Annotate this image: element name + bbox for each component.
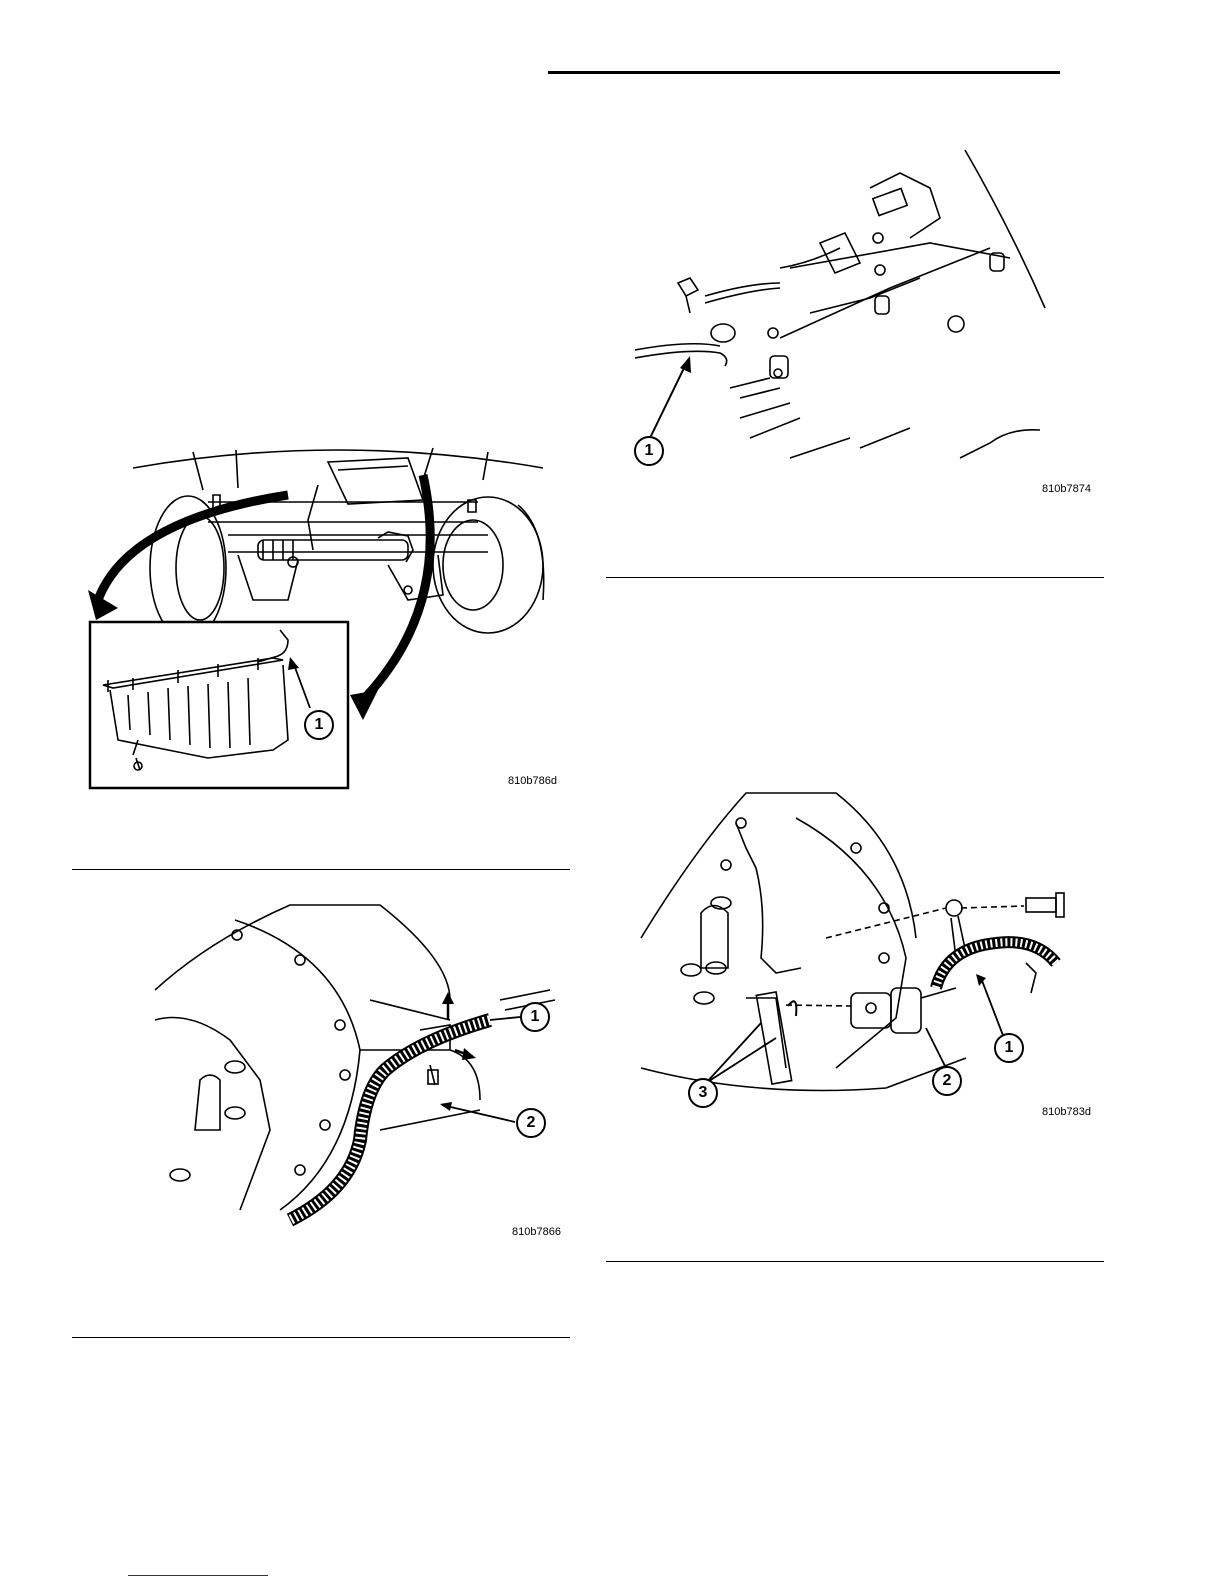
header-rule [548,71,1060,74]
figure-code: 810b7874 [1042,483,1091,495]
callout-1: 1 [994,1033,1024,1063]
callout-2: 2 [516,1108,546,1138]
callout-2: 2 [932,1066,962,1096]
section-divider [606,1261,1104,1262]
callout-1: 1 [520,1002,550,1032]
footer-link[interactable] [128,1575,268,1576]
figure-code: 810b7866 [512,1226,561,1238]
linkage-illustration [630,148,1050,478]
figure-oil-pan-underside: 1 [88,440,558,792]
callout-1: 1 [304,710,334,740]
callout-3: 3 [688,1078,718,1108]
figure-code: 810b786d [508,775,557,787]
harness-illustration [150,900,570,1230]
section-divider [72,1337,570,1338]
section-divider [606,577,1104,578]
callout-1: 1 [634,436,664,466]
figure-transmission-connector: 1 2 3 [636,788,1066,1108]
figure-code: 810b783d [1042,1106,1091,1118]
figure-transmission-harness: 1 2 [150,900,570,1230]
section-divider [72,869,570,870]
figure-shift-linkage: 1 [630,148,1050,478]
